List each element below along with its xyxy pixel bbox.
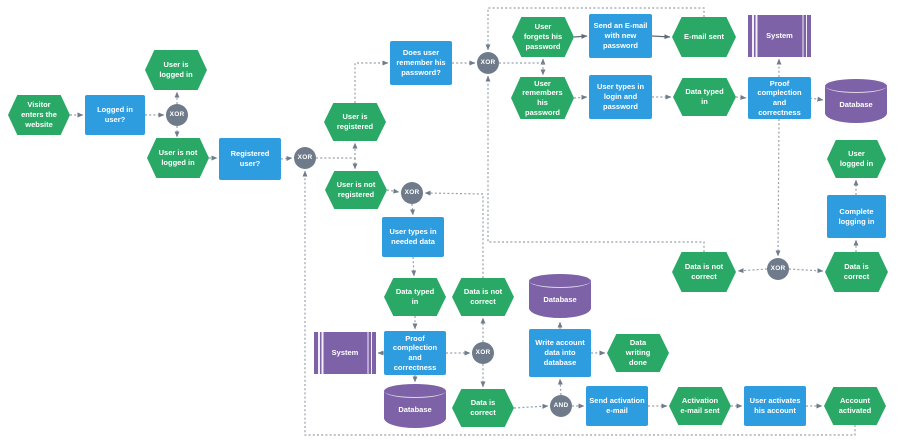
function-types-login-pw[interactable]: User types in login and password	[589, 75, 652, 119]
function-write-account[interactable]: Write account data into database	[529, 329, 591, 377]
function-send-email-new-pw[interactable]: Send an E-mail with new password	[589, 14, 652, 58]
node-label: Data is not correct	[684, 262, 724, 281]
event-data-correct-l[interactable]: Data is correct	[452, 389, 514, 427]
connector-xor-login-check[interactable]: XOR	[767, 258, 789, 280]
event-data-not-correct-r[interactable]: Data is not correct	[672, 252, 736, 292]
node-label: System	[331, 348, 359, 358]
node-label: Data writing done	[625, 338, 651, 367]
node-label: Account activated	[838, 396, 872, 415]
function-complete-logging-in[interactable]: Complete logging in	[827, 195, 886, 238]
node-label: User forgets his password	[523, 22, 563, 51]
node-label: Does user remember his password?	[396, 48, 446, 77]
connector-and-activation[interactable]: AND	[550, 395, 572, 417]
node-label: Data is not correct	[463, 287, 503, 306]
node-label: Proof complection and correctness	[757, 78, 802, 117]
org-system-b[interactable]: System	[314, 332, 376, 374]
node-label: Activation e-mail sent	[680, 396, 720, 415]
event-user-registered[interactable]: User is registered	[324, 103, 386, 141]
event-email-sent[interactable]: E-mail sent	[672, 17, 736, 57]
node-label: XOR	[297, 153, 313, 161]
function-logged-in-user-q[interactable]: Logged in user?	[85, 95, 145, 135]
node-label: XOR	[475, 348, 491, 356]
event-data-correct-r[interactable]: Data is correct	[825, 252, 888, 292]
node-label: Data typed in	[685, 87, 724, 106]
event-account-activated[interactable]: Account activated	[824, 387, 886, 425]
connector-xor-reg-check[interactable]: XOR	[472, 342, 494, 364]
event-user-not-logged-in[interactable]: User is not logged in	[147, 138, 209, 178]
event-data-typed-in-b[interactable]: Data typed in	[384, 278, 446, 316]
db-database-m[interactable]: Database	[529, 274, 591, 318]
function-remember-password-q[interactable]: Does user remember his password?	[390, 41, 452, 85]
node-label: User is not logged in	[158, 148, 198, 167]
node-label: User is logged in	[159, 60, 193, 79]
node-label: Data is correct	[470, 398, 496, 417]
node-label: User is not registered	[336, 180, 376, 199]
function-proof-top[interactable]: Proof complection and correctness	[748, 77, 811, 119]
node-label: Database	[839, 99, 873, 109]
function-types-needed-data[interactable]: User types in needed data	[382, 217, 444, 257]
node-label: System	[766, 31, 793, 41]
connector-xor-reg-data[interactable]: XOR	[401, 182, 423, 204]
node-label: User is registered	[336, 112, 374, 131]
event-user-forgets[interactable]: User forgets his password	[512, 17, 574, 57]
node-label: User types in needed data	[389, 227, 437, 246]
node-label: User logged in	[839, 149, 874, 168]
function-send-activation[interactable]: Send activation e-mail	[586, 386, 648, 426]
node-label: XOR	[169, 110, 185, 118]
function-proof-b[interactable]: Proof complection and correctness	[384, 331, 446, 375]
node-label: Send activation e-mail	[589, 396, 645, 415]
db-database-top[interactable]: Database	[825, 79, 887, 123]
node-label: Write account data into database	[535, 338, 585, 367]
node-label: Send an E-mail with new password	[593, 21, 648, 50]
node-label: Proof complection and correctness	[392, 333, 438, 372]
event-user-not-registered[interactable]: User is not registered	[325, 171, 387, 209]
node-label: AND	[553, 401, 569, 409]
event-data-typed-in-top[interactable]: Data typed in	[673, 78, 736, 116]
node-label: Complete logging in	[838, 206, 875, 226]
event-data-writing-done[interactable]: Data writing done	[607, 334, 669, 372]
node-label: User remembers his password	[522, 78, 563, 117]
function-user-activates[interactable]: User activates his account	[744, 386, 806, 426]
node-label: Registered user?	[230, 149, 270, 168]
node-label: User types in login and password	[596, 82, 645, 111]
node-label: User activates his account	[749, 396, 801, 415]
node-label: Data is correct	[843, 262, 870, 281]
node-label: Data typed in	[395, 287, 435, 306]
event-user-logged-in-end[interactable]: User logged in	[827, 140, 886, 178]
event-activation-sent[interactable]: Activation e-mail sent	[669, 387, 731, 425]
node-label: E-mail sent	[683, 32, 724, 42]
event-visitor-enters[interactable]: Visitor enters the website	[8, 95, 70, 135]
event-data-not-correct-l[interactable]: Data is not correct	[452, 278, 514, 316]
org-system-top[interactable]: System	[748, 15, 811, 57]
node-label: Database	[398, 404, 432, 414]
connector-xor-password[interactable]: XOR	[477, 52, 499, 74]
connector-xor-login[interactable]: XOR	[166, 104, 188, 126]
node-label: Visitor enters the website	[21, 100, 57, 129]
node-label: XOR	[480, 58, 496, 66]
event-user-logged-in[interactable]: User is logged in	[145, 50, 207, 90]
node-label: Database	[543, 294, 577, 304]
function-registered-user-q[interactable]: Registered user?	[219, 138, 281, 180]
node-label: XOR	[770, 264, 786, 272]
db-database-b[interactable]: Database	[384, 384, 446, 428]
node-label: XOR	[404, 188, 420, 196]
node-label: Logged in user?	[97, 105, 133, 124]
event-user-remembers[interactable]: User remembers his password	[511, 77, 574, 119]
connector-xor-registered[interactable]: XOR	[294, 147, 316, 169]
